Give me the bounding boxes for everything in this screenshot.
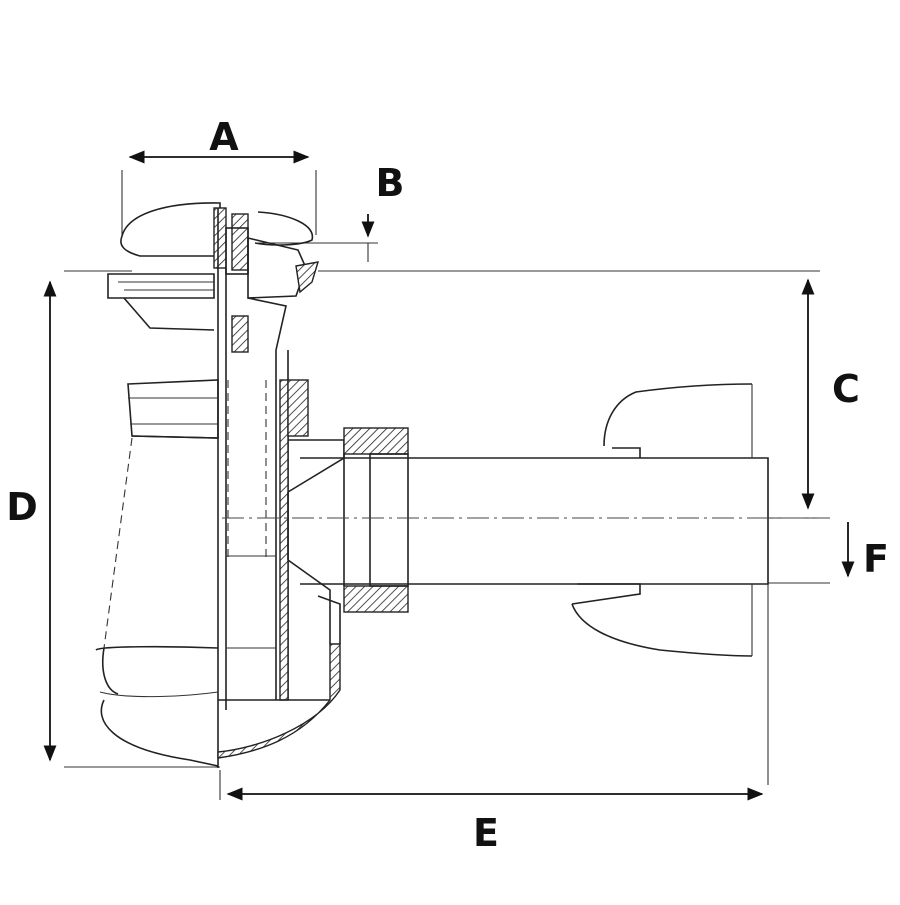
dimension-labels: A B C D E F	[6, 115, 889, 855]
label-f: F	[863, 537, 889, 581]
trap-body	[95, 202, 830, 768]
dimension-lines	[43, 150, 855, 801]
label-b: B	[376, 161, 405, 205]
label-c: C	[832, 367, 860, 411]
label-d: D	[6, 485, 38, 529]
label-a: A	[209, 115, 239, 159]
label-e: E	[473, 811, 499, 855]
